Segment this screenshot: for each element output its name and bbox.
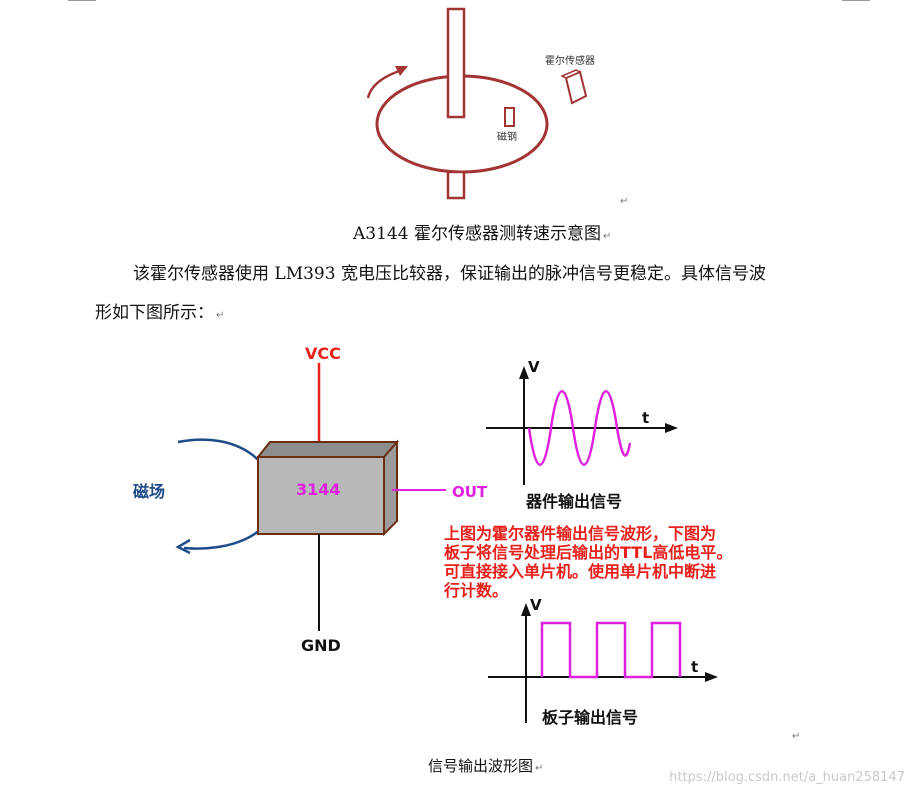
note-line-2: 板子将信号处理后输出的TTL高低电平。 xyxy=(444,543,732,562)
return-mark: ↵ xyxy=(620,196,629,207)
rotation-arrow xyxy=(366,68,403,99)
magnetic-field-label: 磁场 xyxy=(133,482,165,501)
pulse-axis-v: V xyxy=(530,596,542,614)
rotation-diagram: 磁钢 霍尔传感器 xyxy=(366,7,595,200)
pulse-y-arrow xyxy=(521,603,531,616)
device-signal-label: 器件输出信号 xyxy=(525,492,622,511)
hall-chip-3144 xyxy=(255,439,400,537)
signal-diagram: 磁场 VCC 3144 OUT GND V t 器件输出信号 上图为霍尔器件输出… xyxy=(133,344,732,727)
return-mark: ↵ xyxy=(535,763,544,774)
out-label: OUT xyxy=(452,483,488,501)
chip-label: 3144 xyxy=(296,480,341,499)
sensor-label: 霍尔传感器 xyxy=(545,54,595,67)
figure2-caption: 信号输出波形图↵ xyxy=(428,755,543,776)
sine-wave xyxy=(527,390,632,466)
sine-y-arrow xyxy=(519,366,529,379)
return-mark: ↵ xyxy=(602,231,612,242)
return-mark: ↵ xyxy=(792,731,801,742)
sine-x-arrow xyxy=(665,423,678,433)
return-mark: ↵ xyxy=(216,310,225,321)
note-line-1: 上图为霍尔器件输出信号波形，下图为 xyxy=(444,524,716,543)
magnet xyxy=(504,107,515,127)
shaft-bottom xyxy=(446,170,466,200)
page-corner-left xyxy=(68,0,96,1)
paragraph-line-2-text: 形如下图所示： xyxy=(95,303,214,323)
note-line-4: 行计数。 xyxy=(443,581,508,600)
figure1-caption-text: A3144 霍尔传感器测转速示意图 xyxy=(353,224,601,244)
paragraph-line-1: 该霍尔传感器使用 LM393 宽电压比较器，保证输出的脉冲信号更稳定。具体信号波 xyxy=(133,259,766,284)
note-line-3: 可直接接入单片机。使用单片机中断进 xyxy=(444,562,716,581)
shaft-top xyxy=(446,7,466,119)
sine-axis-v: V xyxy=(528,358,540,376)
page-corner-right xyxy=(842,0,870,1)
sine-axis-t: t xyxy=(642,409,649,427)
rotation-arrowhead xyxy=(395,66,408,76)
gnd-label: GND xyxy=(301,636,341,655)
pulse-wave xyxy=(540,621,682,679)
board-signal-label: 板子输出信号 xyxy=(542,708,638,727)
magnet-label: 磁钢 xyxy=(497,130,517,143)
pulse-x-arrow xyxy=(705,672,718,682)
magnetic-field-arrowhead xyxy=(175,538,191,555)
figure2-caption-text: 信号输出波形图 xyxy=(428,757,534,775)
pulse-axis-t: t xyxy=(691,658,698,676)
hall-sensor-block xyxy=(560,69,588,105)
paragraph-line-1-text: 该霍尔传感器使用 LM393 宽电压比较器，保证输出的脉冲信号更稳定。具体信号波 xyxy=(133,264,766,284)
figure1-caption: A3144 霍尔传感器测转速示意图↵ xyxy=(353,219,611,244)
paragraph-line-2: 形如下图所示：↵ xyxy=(95,298,224,323)
watermark: https://blog.csdn.net/a_huan258147 xyxy=(669,770,905,785)
vcc-label: VCC xyxy=(305,344,341,363)
